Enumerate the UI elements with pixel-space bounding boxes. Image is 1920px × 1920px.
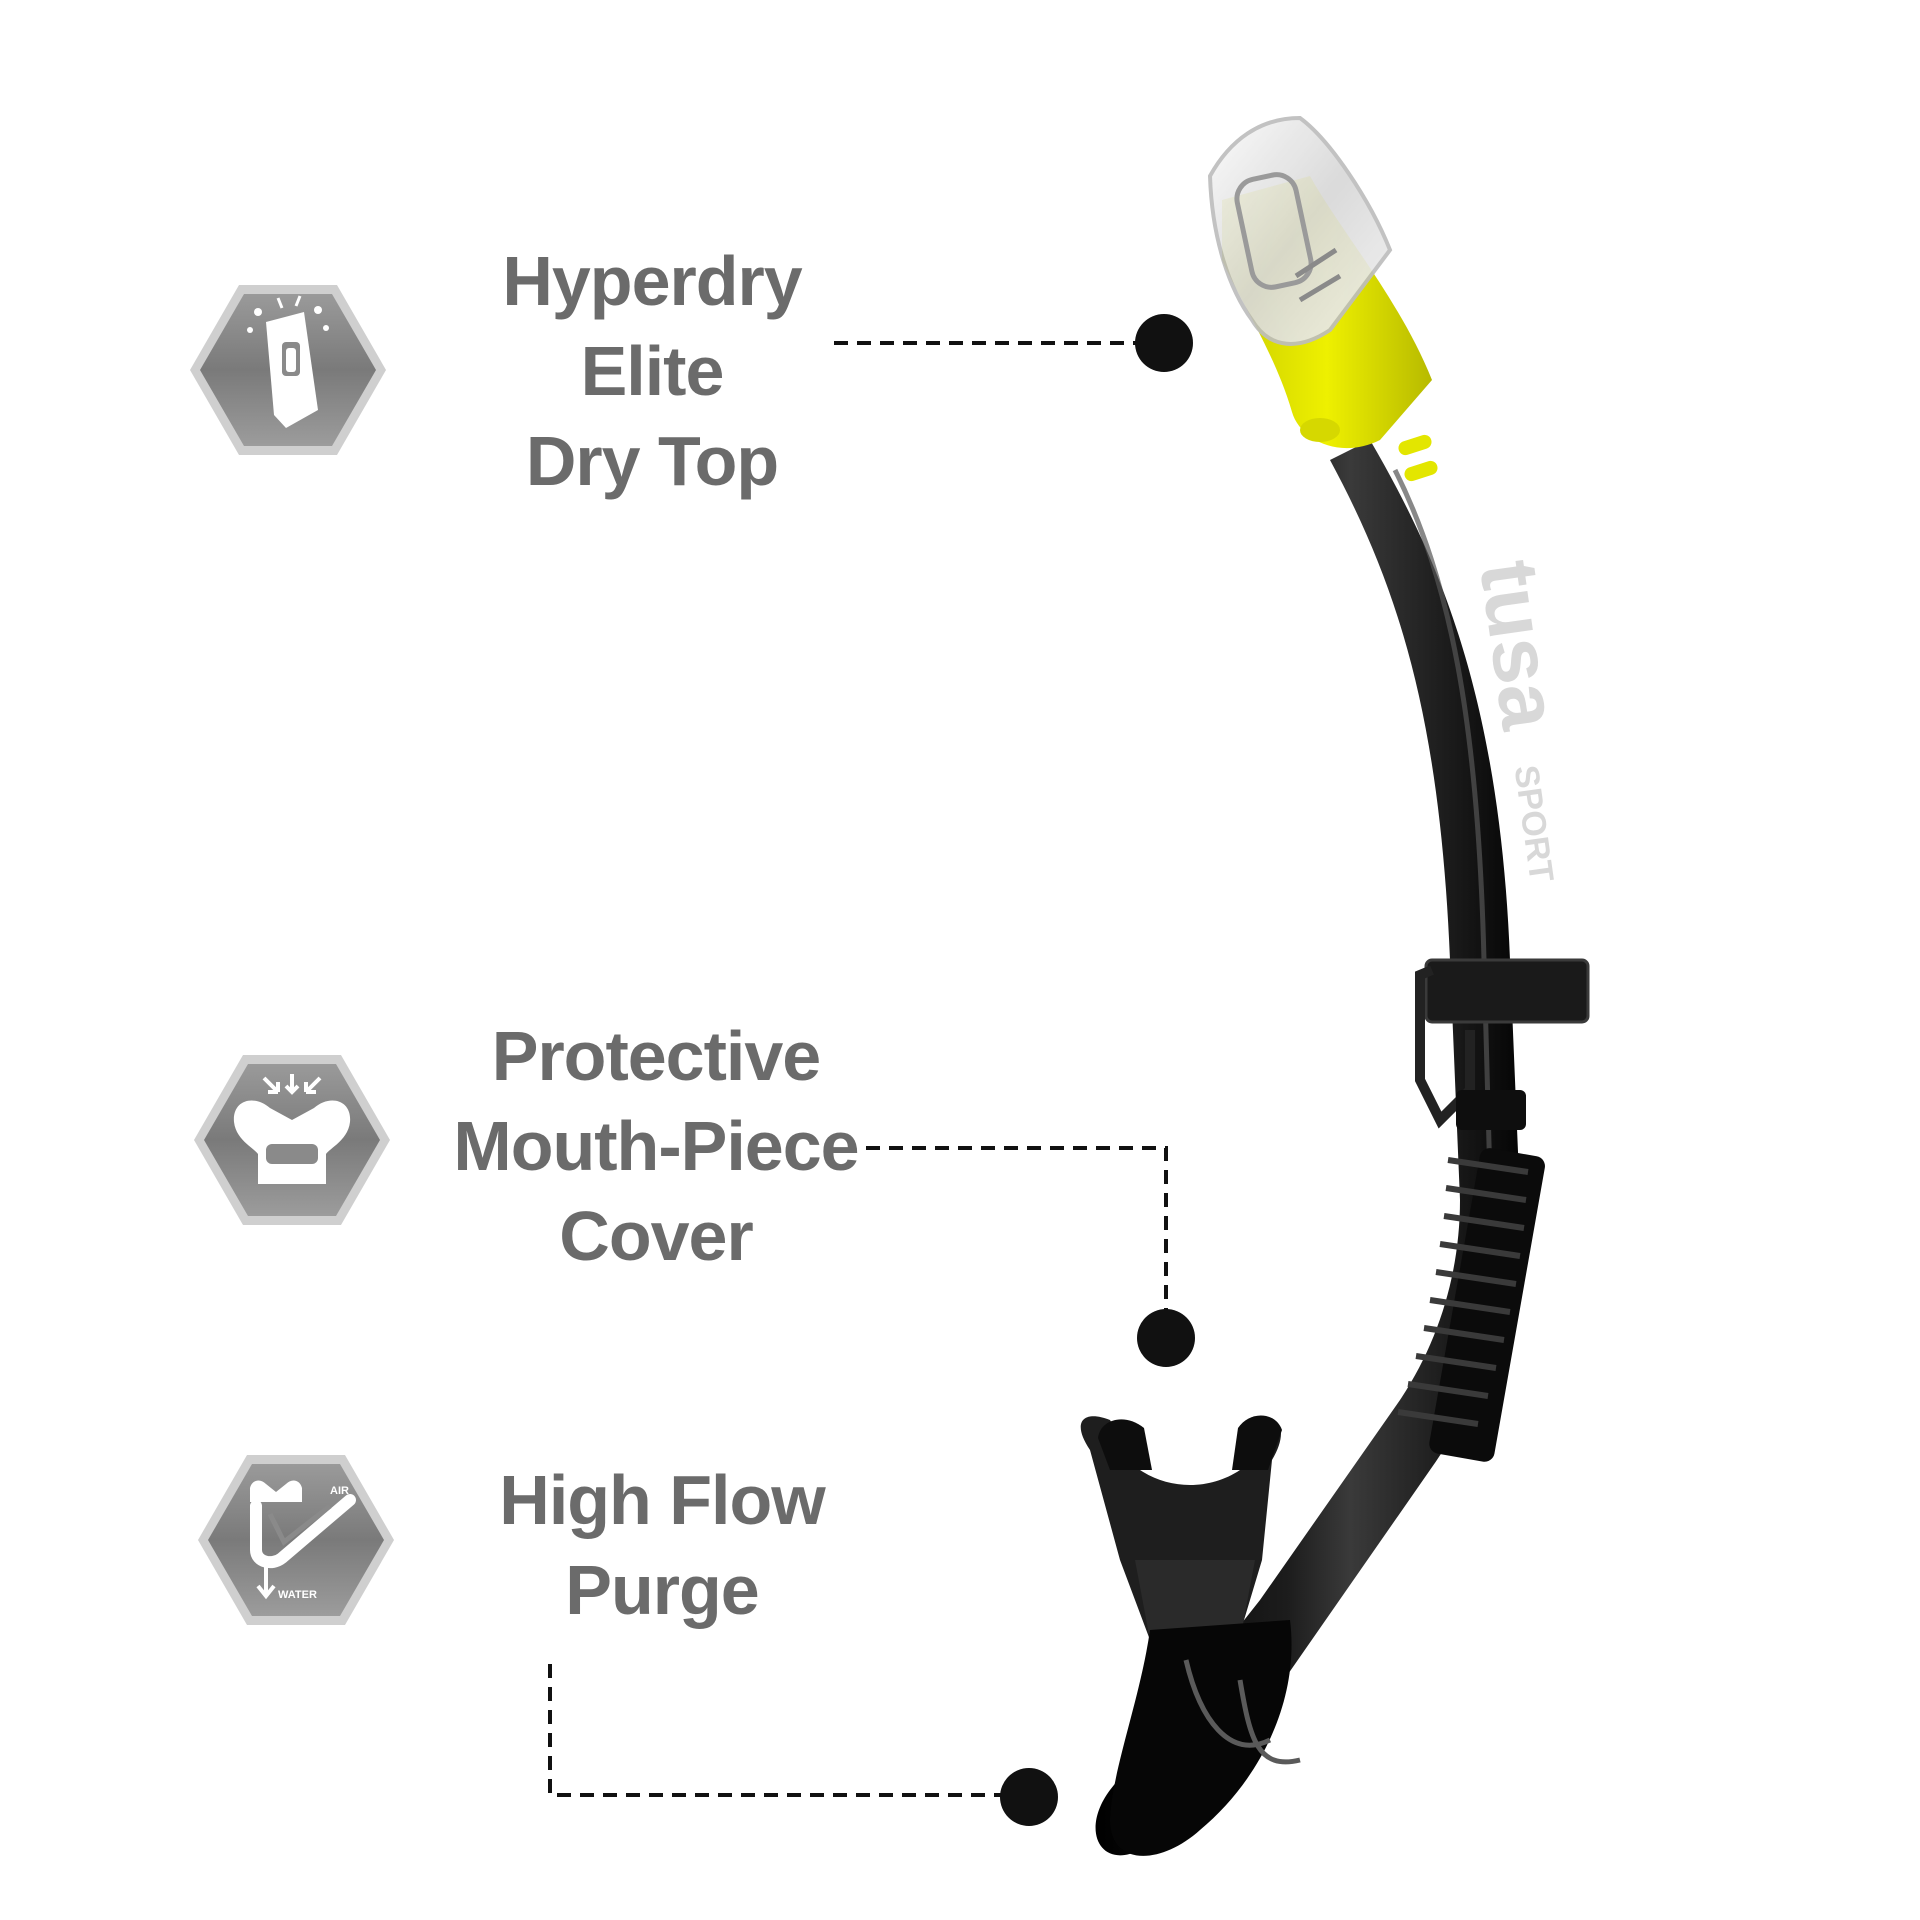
- dry-top-label-line-3: Dry Top: [526, 422, 778, 500]
- mouthpiece-label-line-1: Protective: [492, 1017, 820, 1095]
- feature-label-dry-top: Hyperdry Elite Dry Top: [502, 242, 803, 500]
- purge-label-line-2: Purge: [565, 1551, 758, 1629]
- purge-chamber: [1110, 1620, 1292, 1856]
- mouthpiece-label-line-2: Mouth-Piece: [453, 1107, 858, 1185]
- snorkel-tube: [1095, 440, 1520, 1856]
- snorkel-keeper-clip: [1415, 958, 1590, 1130]
- callout-dot-purge: [1000, 1768, 1058, 1826]
- purge-valve-icon: AIR WATER: [198, 1455, 394, 1625]
- mouthpiece: [1080, 1415, 1282, 1640]
- snorkel-product-image: tusa SPORT: [1080, 115, 1590, 1856]
- dry-top-label-line-2: Elite: [581, 332, 724, 410]
- brand-line-text: SPORT: [1507, 763, 1561, 885]
- mouthpiece-label-line-3: Cover: [559, 1197, 753, 1275]
- purge-icon-water-label: WATER: [278, 1589, 317, 1601]
- callout-purge: [548, 1664, 1058, 1826]
- callout-dot-mouthpiece: [1137, 1309, 1195, 1367]
- purge-label-line-1: High Flow: [499, 1461, 826, 1539]
- feature-label-purge: High Flow Purge: [499, 1461, 827, 1629]
- callout-mouthpiece: [866, 1146, 1195, 1367]
- dry-top-label-line-1: Hyperdry: [502, 242, 802, 320]
- dry-top-icon: [190, 285, 386, 455]
- flex-hose: [1397, 1148, 1545, 1462]
- mouthpiece-icon: [194, 1055, 390, 1225]
- callout-dot-dry-top: [1135, 314, 1193, 372]
- brand-name-text: tusa: [1462, 555, 1576, 736]
- feature-label-mouthpiece: Protective Mouth-Piece Cover: [453, 1017, 859, 1275]
- callout-dry-top: [834, 314, 1193, 372]
- purge-icon-air-label: AIR: [330, 1485, 349, 1497]
